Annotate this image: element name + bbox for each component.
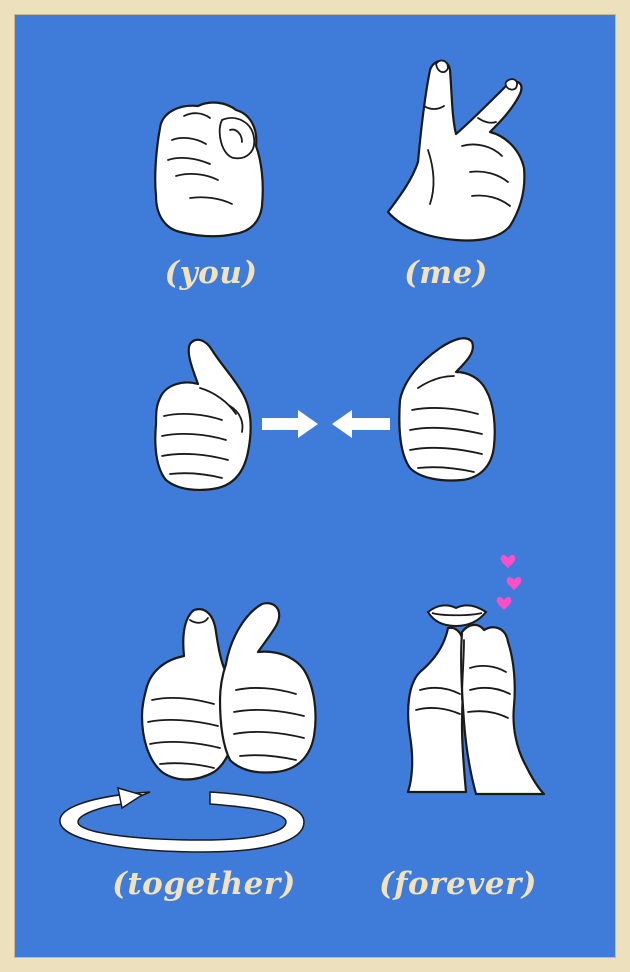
- kissing-lips-icon: [426, 604, 488, 628]
- joined-fists-icon: [140, 602, 317, 781]
- caption-you: (you): [164, 255, 258, 291]
- caption-together: (together): [112, 866, 296, 902]
- thumbs-up-right-icon: [154, 338, 252, 491]
- arrow-right-icon: [262, 410, 318, 438]
- self-pointing-hand-icon: [386, 59, 526, 242]
- arrow-left-icon: [332, 410, 390, 438]
- heart-icon: [496, 555, 522, 610]
- thumbs-up-left-icon: [398, 337, 496, 482]
- rotation-ring-icon: [59, 786, 305, 853]
- caption-forever: (forever): [379, 866, 537, 902]
- pointing-hand-icon: [154, 101, 264, 238]
- clasped-hands-icon: [406, 623, 546, 796]
- caption-me: (me): [404, 255, 488, 291]
